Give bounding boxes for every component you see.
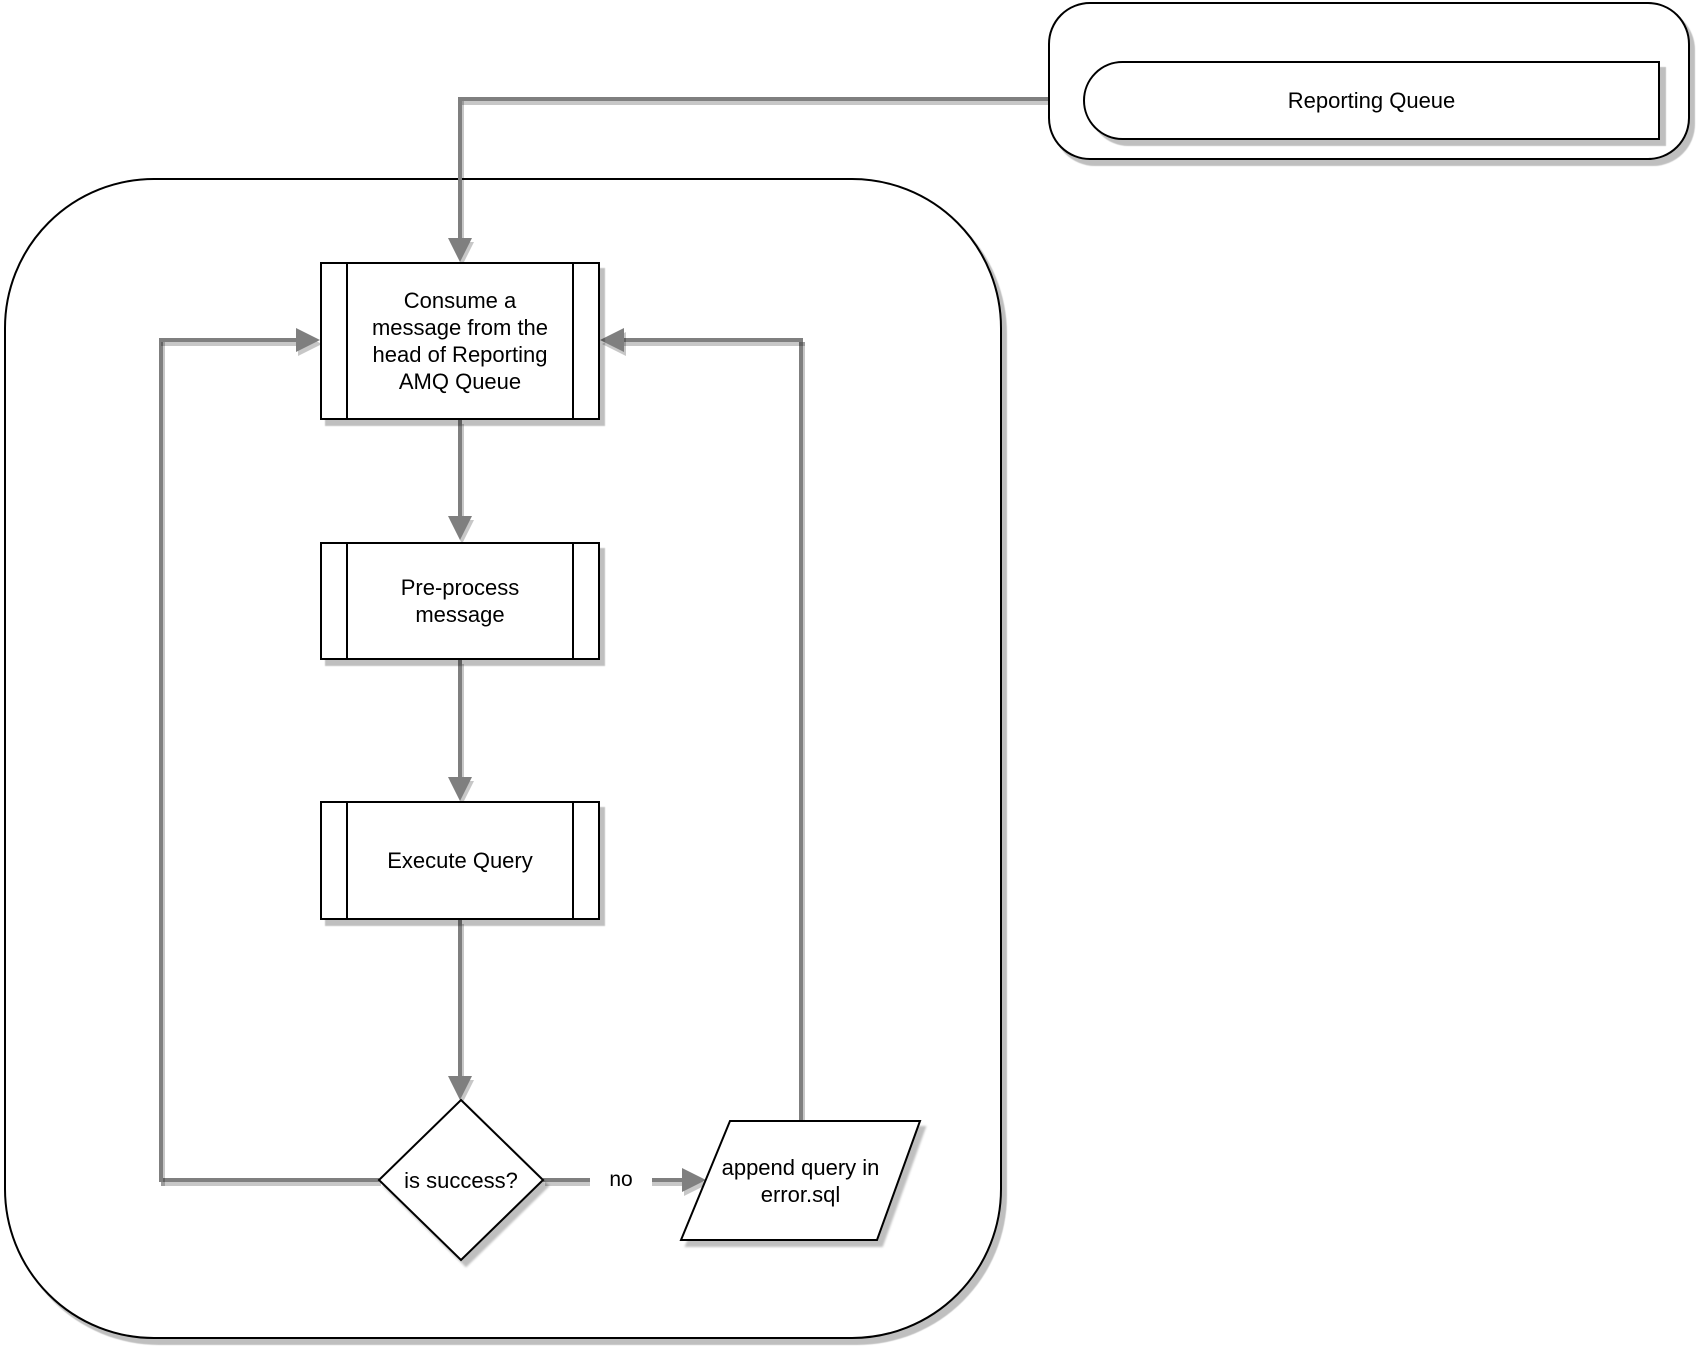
subroutine-bar-right xyxy=(572,803,574,918)
subroutine-bar-left xyxy=(346,803,348,918)
decision-label-text: is success? xyxy=(404,1167,518,1193)
connector-loop-left-v xyxy=(159,338,163,1182)
error-sql-label-text: append query in error.sql xyxy=(721,1154,880,1207)
connector-consume-to-preprocess xyxy=(458,420,462,516)
edge-label-no: no xyxy=(590,1164,652,1196)
decision-node xyxy=(377,1098,545,1262)
arrowhead-into-decision xyxy=(448,1076,472,1100)
arrowhead-into-execute xyxy=(448,777,472,801)
edge-label-no-text: no xyxy=(609,1168,633,1191)
connector-error-to-consume-h xyxy=(622,338,803,342)
arrowhead-into-consume-right xyxy=(600,328,624,352)
subroutine-bar-left xyxy=(346,264,348,418)
arrowhead-into-consume-left xyxy=(296,328,320,352)
reporting-queue-label: Reporting Queue xyxy=(1083,61,1660,140)
connector-error-to-consume-v xyxy=(799,338,803,1121)
error-sql-node xyxy=(679,1120,922,1241)
decision-label: is success? xyxy=(379,1100,543,1260)
execute-query-label: Execute Query xyxy=(387,848,533,873)
arrowhead-into-preprocess xyxy=(448,516,472,540)
preprocess-message-node: Pre-process message xyxy=(320,542,600,660)
error-sql-label: append query in error.sql xyxy=(681,1121,920,1240)
subroutine-bar-left xyxy=(346,544,348,658)
subroutine-bar-right xyxy=(572,264,574,418)
connector-execute-to-decision xyxy=(458,920,462,1076)
connector-loop-bottom-h xyxy=(159,1178,379,1182)
consume-message-label: Consume a message from the head of Repor… xyxy=(371,288,549,394)
reporting-queue-label-text: Reporting Queue xyxy=(1287,88,1456,113)
connector-queue-to-consume-h xyxy=(458,97,1085,101)
connector-loop-top-h xyxy=(159,338,298,342)
subroutine-bar-right xyxy=(572,544,574,658)
arrowhead-into-consume-top xyxy=(448,238,472,262)
consume-message-node: Consume a message from the head of Repor… xyxy=(320,262,600,420)
connector-queue-to-consume-v xyxy=(458,97,462,240)
preprocess-message-label: Pre-process message xyxy=(400,575,520,627)
reporting-queue-node xyxy=(1083,61,1660,140)
execute-query-node: Execute Query xyxy=(320,801,600,920)
connector-preprocess-to-execute xyxy=(458,660,462,777)
